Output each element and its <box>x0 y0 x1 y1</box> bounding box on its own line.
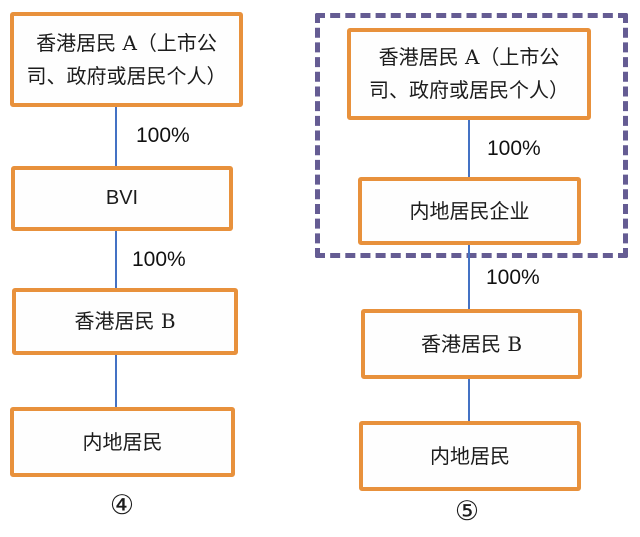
right-connector-a-to-enterprise <box>468 120 470 177</box>
right-node-mainland-resident: 内地居民 <box>359 421 581 491</box>
left-node-hk-resident-a: 香港居民 A（上市公司、政府或居民个人） <box>10 12 243 107</box>
right-edge-label-a-to-enterprise: 100% <box>487 137 541 160</box>
left-node-bvi: BVI <box>11 166 233 231</box>
left-edge-label-a-to-bvi: 100% <box>136 124 190 147</box>
left-connector-a-to-bvi <box>115 107 117 167</box>
left-connector-bvi-to-b <box>115 231 117 288</box>
right-connector-b-to-mainland <box>468 379 470 421</box>
left-edge-label-bvi-to-b: 100% <box>132 248 186 271</box>
right-connector-enterprise-to-b <box>468 245 470 309</box>
right-node-mainland-resident-enterprise: 内地居民企业 <box>358 177 581 245</box>
right-diagram-caption: ⑤ <box>454 496 480 527</box>
right-node-hk-resident-a: 香港居民 A（上市公司、政府或居民个人） <box>347 28 591 120</box>
right-dashed-group-frame <box>315 13 628 258</box>
left-connector-b-to-mainland <box>115 355 117 407</box>
right-node-hk-resident-b: 香港居民 B <box>361 309 582 379</box>
left-node-hk-resident-b: 香港居民 B <box>12 288 238 355</box>
left-diagram-caption: ④ <box>109 490 135 521</box>
left-node-mainland-resident: 内地居民 <box>10 407 235 477</box>
right-edge-label-enterprise-to-b: 100% <box>486 266 540 289</box>
